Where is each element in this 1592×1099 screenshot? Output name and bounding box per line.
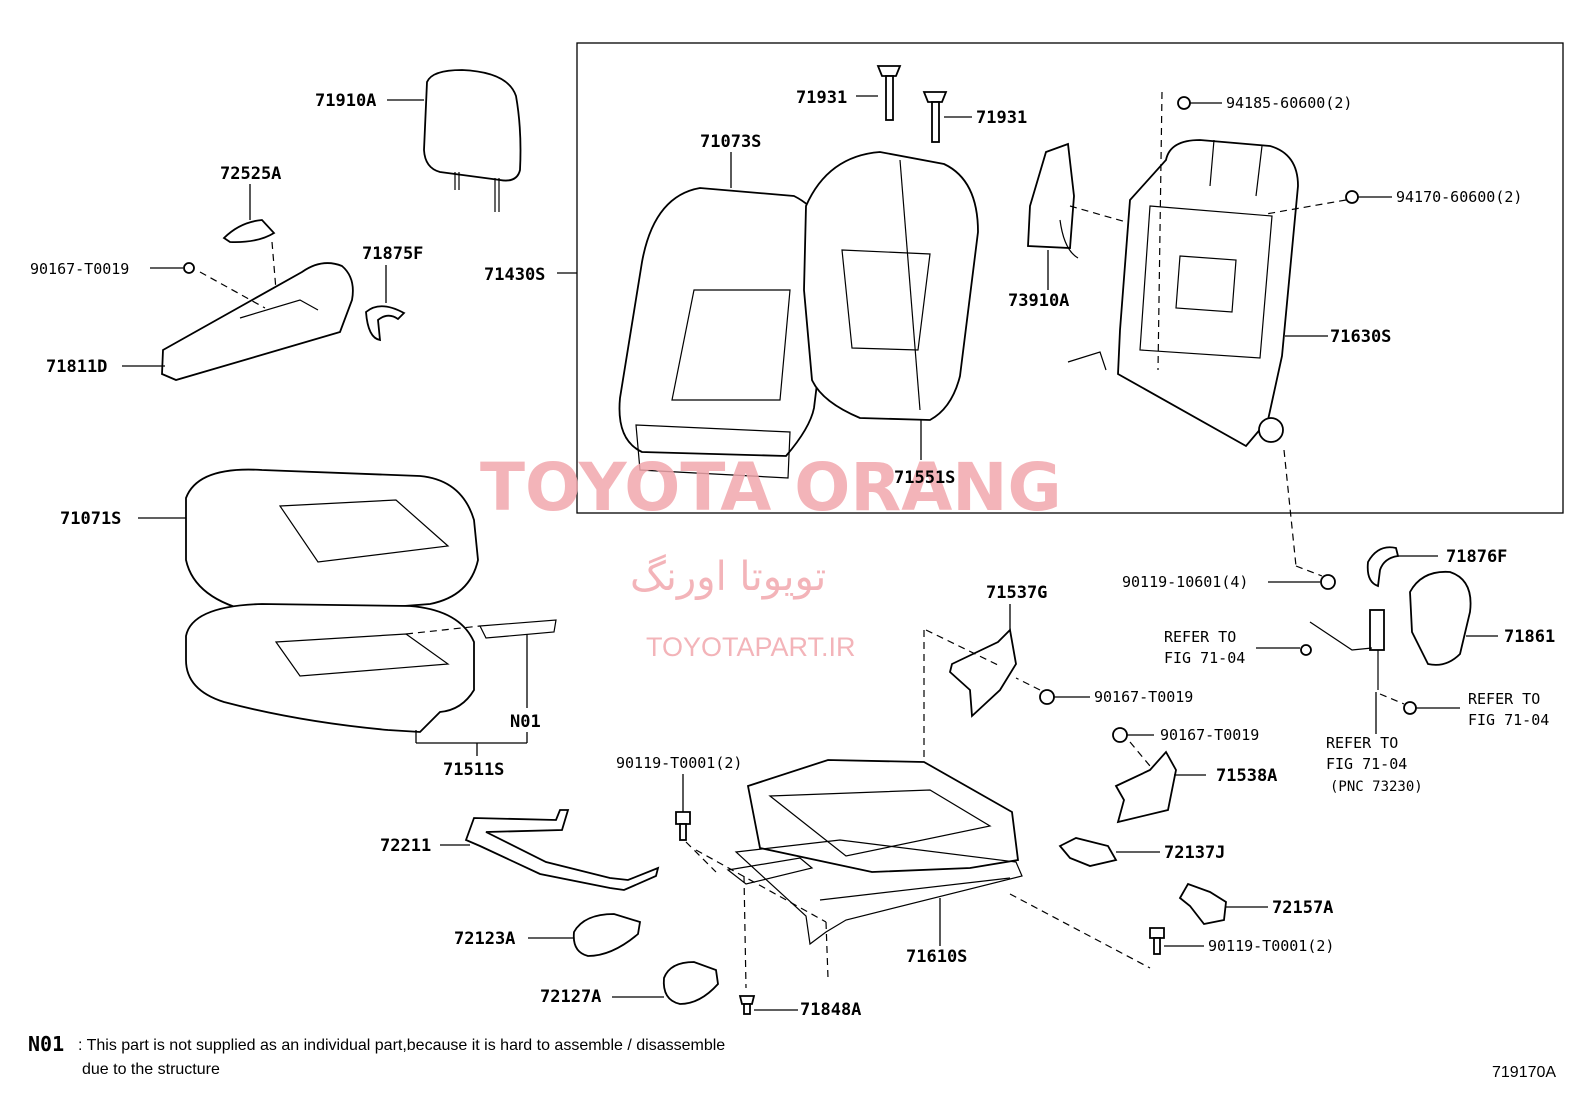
screw-71848a-drawing	[738, 995, 756, 1015]
label-refer-1b: FIG 71-04	[1164, 649, 1245, 667]
seatback-assembly-box	[576, 42, 1564, 514]
seatback-pad-drawing	[803, 151, 979, 421]
label-refer-2a: REFER TO	[1326, 734, 1398, 752]
note-line-2: due to the structure	[82, 1061, 220, 1078]
cover-72157a-drawing	[1178, 882, 1227, 925]
label-72157a: 72157A	[1272, 898, 1333, 918]
label-71861: 71861	[1504, 627, 1555, 647]
trim-71876f-drawing	[1366, 546, 1400, 588]
label-pnc: (PNC 73230)	[1330, 779, 1423, 795]
bolt-right-drawing	[1149, 927, 1165, 955]
label-71931-b: 71931	[976, 108, 1027, 128]
label-71538a: 71538A	[1216, 766, 1277, 786]
trim-71875f-drawing	[365, 305, 406, 342]
label-72137j: 72137J	[1164, 843, 1225, 863]
label-90167-c: 90167-T0019	[1160, 726, 1259, 744]
bracket-71538a-drawing	[1114, 750, 1177, 824]
buckle-drawing	[1300, 609, 1385, 690]
label-90119-t0001-b: 90119-T0001(2)	[1208, 937, 1334, 955]
label-71537g: 71537G	[986, 583, 1047, 603]
label-90167-b: 90167-T0019	[1094, 688, 1193, 706]
label-71876f: 71876F	[1446, 547, 1507, 567]
cushion-cover-drawing	[185, 468, 479, 617]
label-71430s: 71430S	[484, 265, 545, 285]
label-72525a: 72525A	[220, 164, 281, 184]
seat-track-drawing	[726, 759, 1023, 946]
side-cover-drawing	[161, 262, 354, 381]
label-71073s: 71073S	[700, 132, 761, 152]
label-71630s: 71630S	[1330, 327, 1391, 347]
label-n01: N01	[510, 712, 541, 732]
knob-cover-71861-drawing	[1409, 570, 1472, 666]
label-refer-3b: FIG 71-04	[1468, 711, 1549, 729]
label-71511s: 71511S	[443, 760, 504, 780]
cover-72127a-drawing	[662, 961, 719, 1005]
watermark-title: TOYOTA ORANG	[480, 449, 1062, 526]
label-71551s: 71551S	[894, 468, 955, 488]
label-71875f: 71875F	[362, 244, 423, 264]
clip-72525a-drawing	[222, 219, 276, 243]
label-72123a: 72123A	[454, 929, 515, 949]
watermark-site: TOYOTAPART.IR	[646, 632, 856, 662]
label-refer-1a: REFER TO	[1164, 628, 1236, 646]
bolt-left-drawing	[675, 811, 691, 841]
bracket-71537g-drawing	[948, 628, 1017, 718]
seatback-frame-drawing	[1067, 139, 1299, 448]
label-90119-t0001-a: 90119-T0001(2)	[616, 754, 742, 772]
watermark-persian: تویوتا اورنگ	[630, 554, 826, 600]
wire-72211-drawing	[464, 809, 660, 891]
figure-id: 719170A	[1492, 1064, 1556, 1081]
label-71910a: 71910A	[315, 91, 376, 111]
label-refer-2b: FIG 71-04	[1326, 755, 1407, 773]
label-90167-a: 90167-T0019	[30, 260, 129, 278]
label-refer-3a: REFER TO	[1468, 690, 1540, 708]
label-73910a: 73910A	[1008, 291, 1069, 311]
label-72211: 72211	[380, 836, 431, 856]
note-line-1: : This part is not supplied as an indivi…	[78, 1037, 725, 1054]
headrest-drawing	[423, 69, 522, 212]
label-94185: 94185-60600(2)	[1226, 94, 1352, 112]
label-71811d: 71811D	[46, 357, 107, 377]
label-94170: 94170-60600(2)	[1396, 188, 1522, 206]
label-71931-a: 71931	[796, 88, 847, 108]
note-key: N01	[28, 1032, 64, 1056]
cover-72123a-drawing	[572, 913, 642, 957]
label-90119-10601: 90119-10601(4)	[1122, 573, 1248, 591]
label-71610s: 71610S	[906, 947, 967, 967]
side-airbag-drawing	[1027, 142, 1075, 249]
label-71071s: 71071S	[60, 509, 121, 529]
headrest-guide-drawing	[876, 65, 948, 143]
cushion-pad-drawing	[185, 603, 475, 733]
cover-72137j-drawing	[1058, 837, 1118, 867]
seatback-cover-drawing	[618, 187, 833, 479]
label-72127a: 72127A	[540, 987, 601, 1007]
label-71848a: 71848A	[800, 1000, 861, 1020]
